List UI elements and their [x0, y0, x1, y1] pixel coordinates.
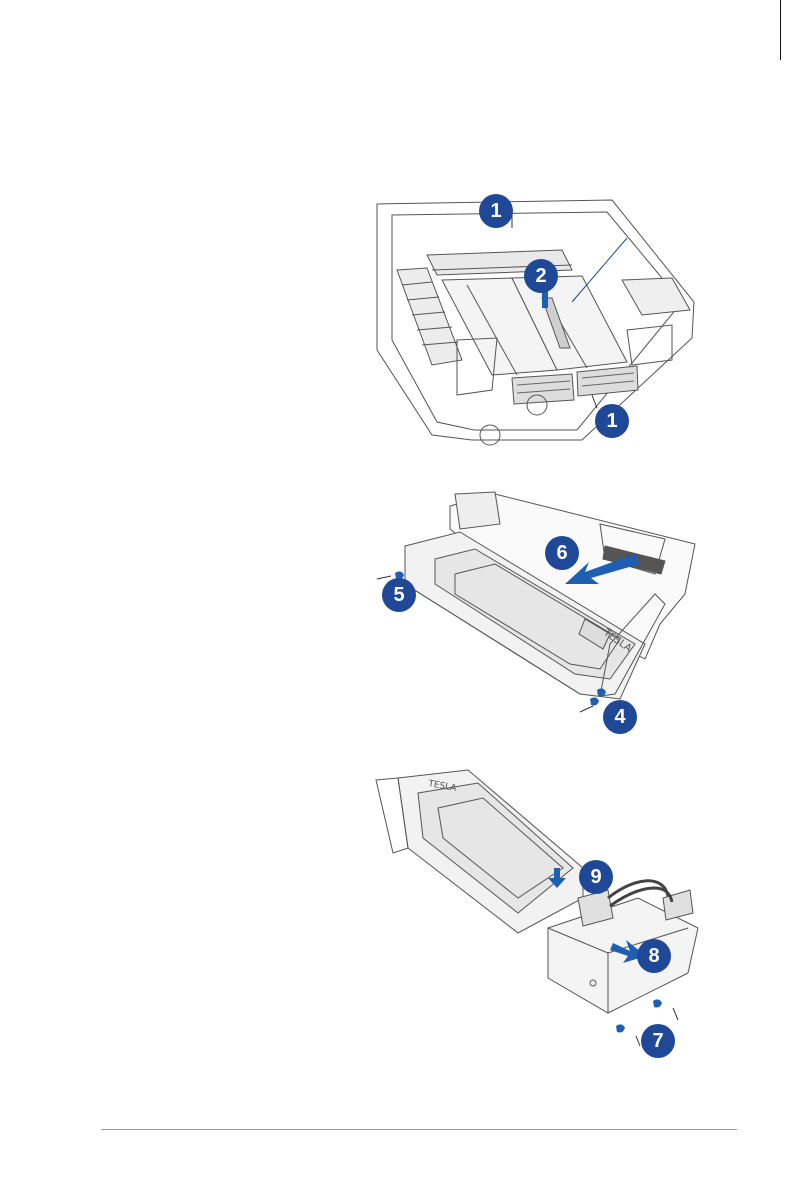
page-edge-line [780, 0, 781, 60]
power-bracket-figure: TESLA 9 8 7 [368, 768, 708, 1058]
step-badge-1-bottom: 1 [595, 404, 629, 438]
step-badge-2: 2 [524, 259, 558, 293]
step-badge-6: 6 [545, 536, 579, 570]
step-badge-5: 5 [382, 578, 416, 612]
step-badge-4: 4 [603, 700, 637, 734]
step-badge-9: 9 [579, 860, 613, 894]
gpu-bracket-figure: TESLA 6 5 4 [365, 484, 705, 734]
step-badge-7: 7 [641, 1024, 675, 1058]
footer-rule [101, 1129, 737, 1130]
gpu-bracket-illustration: TESLA [365, 484, 705, 734]
step-badge-1-top: 1 [479, 194, 513, 228]
chassis-illustration [372, 190, 697, 450]
step-badge-8: 8 [637, 939, 671, 973]
power-bracket-illustration: TESLA [368, 768, 708, 1058]
chassis-figure: 1 2 1 [372, 190, 697, 450]
